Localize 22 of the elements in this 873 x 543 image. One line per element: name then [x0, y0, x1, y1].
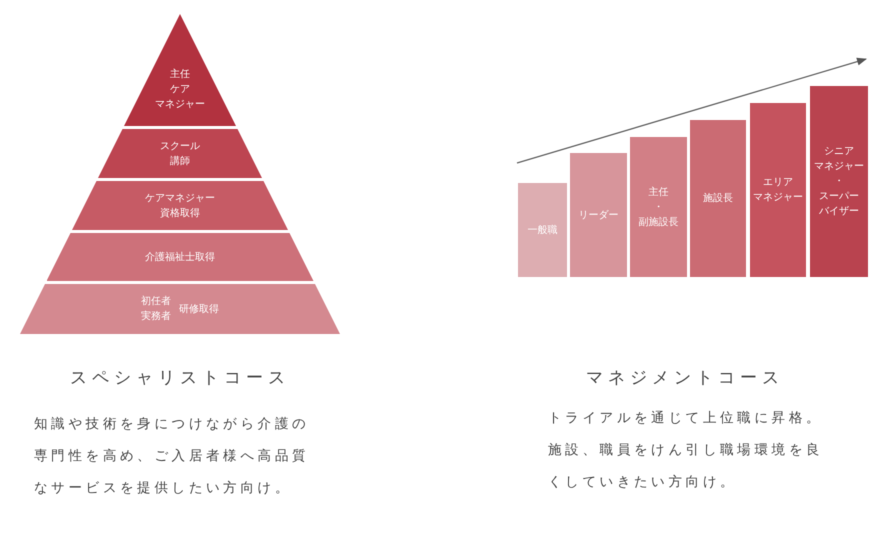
course-title: スペシャリストコース — [69, 367, 291, 389]
course-title: マネジメントコース — [585, 367, 785, 389]
career-step-bar — [810, 86, 868, 277]
node-text: ケアマネジャー資格取得 — [145, 192, 215, 220]
node-text: 主任・副施設長 — [638, 186, 678, 230]
node-text: 初任者実務者 — [141, 294, 171, 324]
career-step-bar — [570, 153, 627, 277]
node-text: リーダー — [578, 208, 618, 222]
node-text: 主任ケアマネジャー — [155, 68, 205, 112]
node-text: シニアマネジャー・スーパーバイザー — [814, 145, 864, 219]
node-text: エリアマネジャー — [753, 176, 803, 205]
career-step-bar — [690, 120, 746, 277]
node-text: 一般職 — [528, 224, 558, 238]
career-step-bar — [630, 137, 687, 277]
career-step-bar — [518, 183, 567, 277]
career-step-bar — [750, 103, 806, 277]
node-text: 施設長 — [703, 192, 733, 206]
node-text: 介護福祉士取得 — [145, 250, 215, 264]
course-description: トライアルを通じて上位職に昇格。施設、職員をけん引し職場環境を良くしていきたい方向け。 — [548, 409, 824, 492]
node-text: 研修取得 — [179, 302, 219, 316]
course-description: 知識や技術を身につけながら介護の専門性を高め、ご入居者様へ高品質なサービスを提供したい方向け。 — [34, 415, 310, 498]
node-text: スクール講師 — [160, 140, 200, 168]
